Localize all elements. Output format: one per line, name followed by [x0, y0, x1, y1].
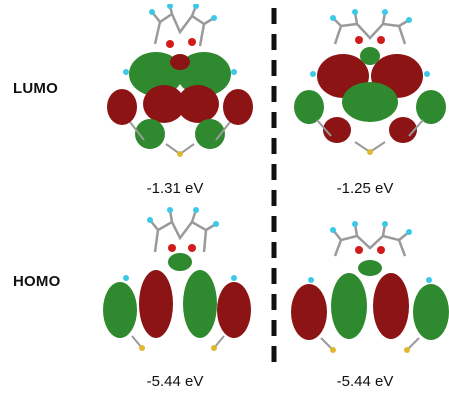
homo-energy-left: -5.44 eV: [146, 373, 204, 390]
dashed-divider: [271, 8, 277, 372]
homo-orbital-left: [103, 207, 251, 351]
lumo-row-label: LUMO: [13, 80, 58, 97]
lumo-energy-left: -1.31 eV: [146, 180, 204, 197]
lumo-orbital-right: [294, 9, 446, 155]
homo-energy-right: -5.44 eV: [336, 373, 394, 390]
lumo-energy-right: -1.25 eV: [336, 180, 394, 197]
homo-orbital-right: [291, 221, 449, 353]
lumo-orbital-left: [107, 4, 253, 157]
homo-row-label: HOMO: [13, 273, 61, 290]
